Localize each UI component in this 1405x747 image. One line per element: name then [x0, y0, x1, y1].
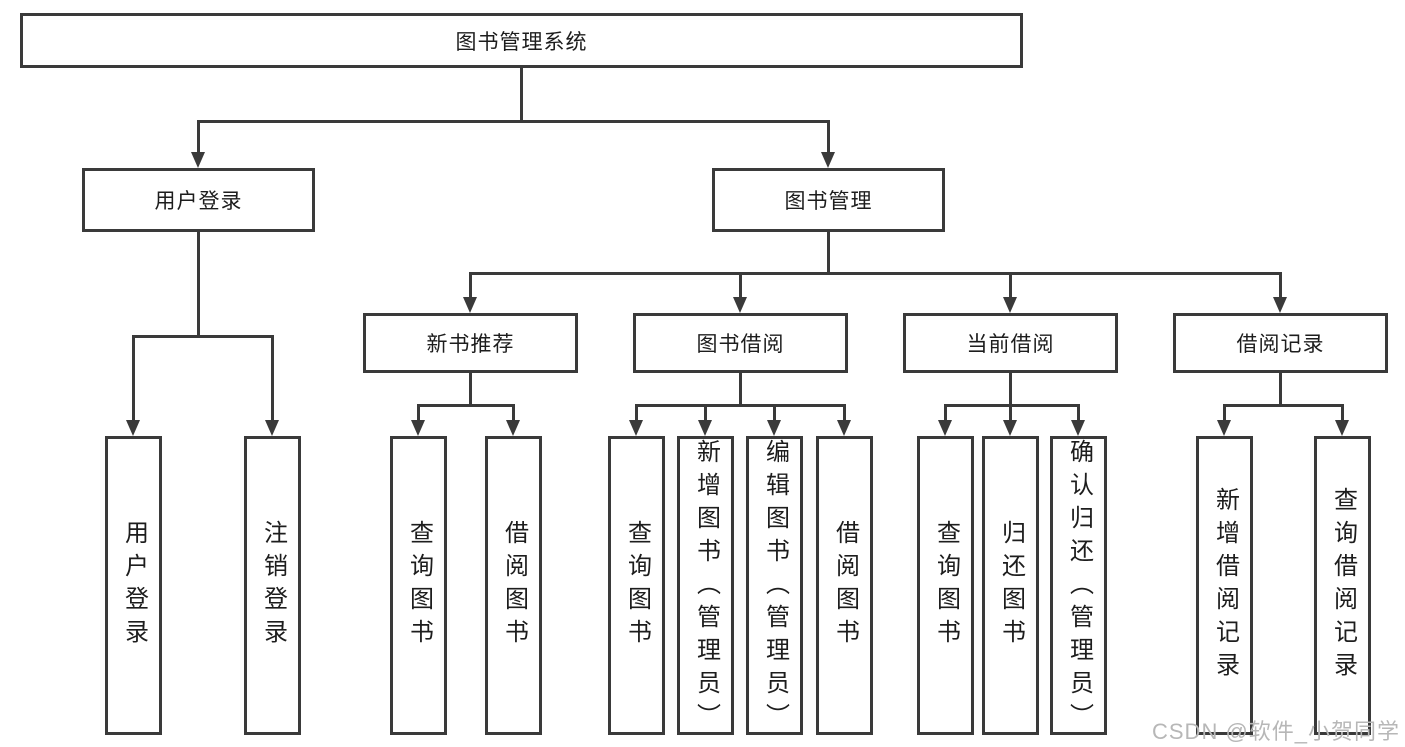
connector-level3-bus	[469, 272, 1282, 275]
node-book-management: 图书管理	[712, 168, 945, 232]
arrowhead-book-borrow	[733, 297, 747, 313]
node-label: 用户登录	[154, 190, 243, 213]
connector-root-stem	[520, 68, 523, 121]
connector-drop-confirm-return	[1077, 404, 1080, 422]
arrowhead-query-borrow-record	[1335, 420, 1349, 436]
arrowhead-edit-books-admin	[767, 420, 781, 436]
leaf-confirm-return-admin: 确认归还（管理员）	[1050, 436, 1107, 736]
node-book-borrow: 图书借阅	[633, 313, 848, 373]
connector-borrow-records-bus	[1223, 404, 1344, 407]
arrowhead-borrow-books	[837, 420, 851, 436]
node-label: 图书管理	[784, 190, 873, 213]
arrowhead-borrow-records	[1273, 297, 1287, 313]
connector-drop-user-login	[197, 120, 200, 154]
leaf-label: 查询借阅记录	[1329, 486, 1357, 685]
connector-level2-bus	[197, 120, 830, 123]
connector-drop-edit-books-admin	[773, 404, 776, 422]
node-user-login: 用户登录	[82, 168, 315, 232]
connector-current-borrow-stem	[1009, 373, 1012, 407]
arrowhead-query-books-recommend	[411, 420, 425, 436]
leaf-label: 确认归还（管理员）	[1065, 439, 1093, 736]
node-current-borrow: 当前借阅	[903, 313, 1118, 373]
arrowhead-return-books	[1003, 420, 1017, 436]
leaf-add-books-admin: 新增图书（管理员）	[677, 436, 734, 736]
connector-drop-return-books	[1009, 404, 1012, 422]
connector-drop-query-books-borrow	[635, 404, 638, 422]
node-label: 当前借阅	[966, 333, 1055, 356]
arrowhead-add-books-admin	[698, 420, 712, 436]
arrowhead-query-books-borrow	[629, 420, 643, 436]
leaf-label: 借阅图书	[500, 519, 528, 652]
leaf-query-books-borrow: 查询图书	[608, 436, 665, 735]
connector-drop-current-borrow	[1009, 272, 1012, 299]
connector-new-book-bus	[417, 404, 515, 407]
node-library-management-system: 图书管理系统	[20, 13, 1023, 68]
connector-drop-query-books-current	[944, 404, 947, 422]
connector-drop-leaf-user-login	[132, 335, 135, 422]
connector-user-login-stem	[197, 232, 200, 335]
leaf-edit-books-admin: 编辑图书（管理员）	[746, 436, 803, 736]
arrowhead-book-management	[821, 152, 835, 168]
leaf-label: 查询图书	[405, 519, 433, 652]
arrowhead-new-book	[463, 297, 477, 313]
connector-borrow-records-stem	[1279, 373, 1282, 407]
leaf-label: 归还图书	[997, 519, 1025, 652]
leaf-user-login: 用户登录	[105, 436, 162, 735]
leaf-label: 借阅图书	[831, 519, 859, 652]
arrowhead-leaf-user-login	[126, 420, 140, 436]
node-label: 新书推荐	[426, 333, 515, 356]
connector-drop-borrow-books-recommend	[512, 404, 515, 422]
connector-book-borrow-bus	[635, 404, 846, 407]
connector-drop-book-borrow	[739, 272, 742, 299]
leaf-label: 新增借阅记录	[1211, 486, 1239, 685]
leaf-add-borrow-record: 新增借阅记录	[1196, 436, 1253, 735]
leaf-return-books: 归还图书	[982, 436, 1039, 735]
node-label: 图书管理系统	[455, 30, 588, 54]
leaf-label: 查询图书	[623, 519, 651, 652]
connector-drop-new-book	[469, 272, 472, 299]
connector-book-borrow-stem	[739, 373, 742, 407]
connector-current-borrow-bus	[944, 404, 1080, 407]
leaf-borrow-books: 借阅图书	[816, 436, 873, 735]
connector-drop-query-borrow-record	[1341, 404, 1344, 422]
arrowhead-current-borrow	[1003, 297, 1017, 313]
csdn-watermark: CSDN @软件_小贺同学	[1152, 719, 1401, 744]
node-label: 借阅记录	[1236, 333, 1325, 356]
leaf-label: 注销登录	[259, 519, 287, 652]
leaf-borrow-books-recommend: 借阅图书	[485, 436, 542, 735]
node-new-book-recommend: 新书推荐	[363, 313, 578, 373]
leaf-label: 用户登录	[120, 519, 148, 652]
leaf-query-books-recommend: 查询图书	[390, 436, 447, 735]
connector-drop-leaf-logout	[271, 335, 274, 422]
arrowhead-add-borrow-record	[1217, 420, 1231, 436]
connector-drop-borrow-records	[1279, 272, 1282, 299]
leaf-label: 新增图书（管理员）	[692, 439, 720, 736]
connector-drop-borrow-books	[843, 404, 846, 422]
connector-drop-book-management	[827, 120, 830, 154]
connector-book-management-stem	[827, 232, 830, 274]
leaf-query-borrow-record: 查询借阅记录	[1314, 436, 1371, 735]
connector-drop-add-borrow-record	[1223, 404, 1226, 422]
connector-new-book-stem	[469, 373, 472, 407]
connector-drop-query-books-recommend	[417, 404, 420, 422]
connector-drop-add-books-admin	[704, 404, 707, 422]
leaf-label: 查询图书	[932, 519, 960, 652]
node-borrow-records: 借阅记录	[1173, 313, 1388, 373]
node-label: 图书借阅	[696, 333, 785, 356]
arrowhead-borrow-books-recommend	[506, 420, 520, 436]
connector-user-login-bus	[132, 335, 274, 338]
arrowhead-leaf-logout	[265, 420, 279, 436]
leaf-logout: 注销登录	[244, 436, 301, 735]
leaf-query-books-current: 查询图书	[917, 436, 974, 735]
arrowhead-confirm-return	[1071, 420, 1085, 436]
arrowhead-user-login	[191, 152, 205, 168]
leaf-label: 编辑图书（管理员）	[761, 439, 789, 736]
arrowhead-query-books-current	[938, 420, 952, 436]
